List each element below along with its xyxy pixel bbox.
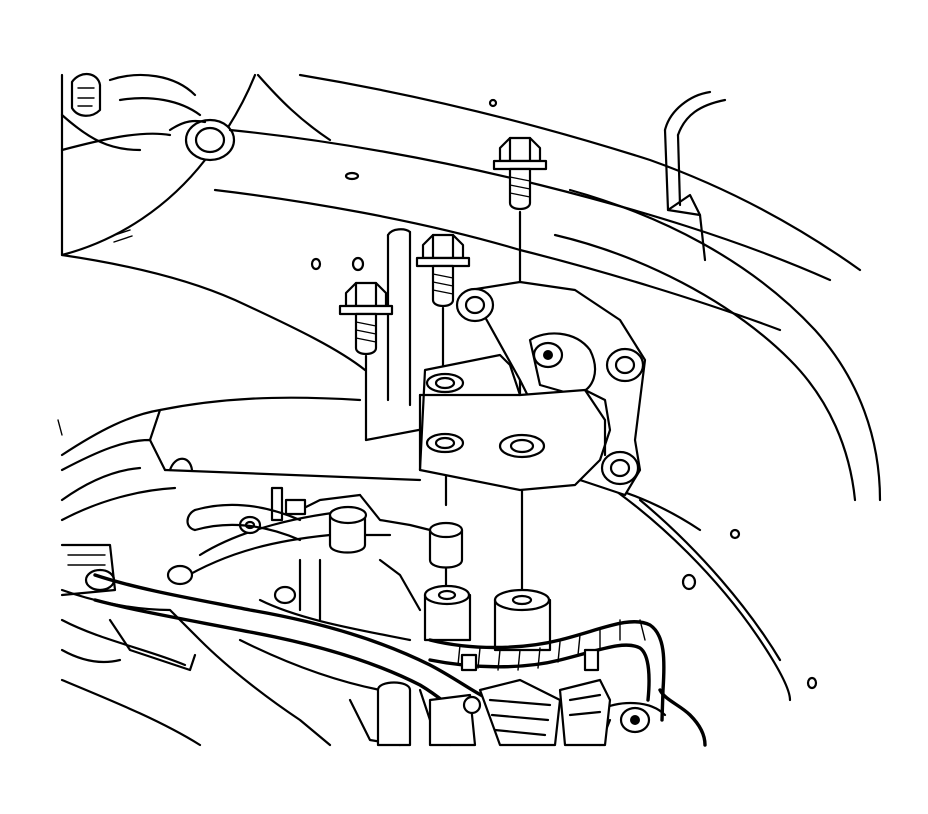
mounting-bracket	[418, 280, 647, 497]
coolant-hose	[93, 503, 492, 727]
hole-marker	[488, 98, 498, 108]
hole-marker	[351, 256, 365, 272]
body-panel-outline	[60, 73, 882, 702]
transmission-housing	[60, 486, 452, 747]
upper-left-component	[60, 73, 257, 257]
hole-marker	[310, 257, 322, 271]
hole-marker	[806, 676, 818, 690]
bolt-left	[338, 281, 394, 356]
lower-connectors	[376, 648, 612, 747]
hole-marker	[344, 171, 360, 181]
engine-mount-studs	[423, 521, 552, 652]
bolt-right	[492, 136, 548, 211]
hole-marker	[681, 573, 697, 591]
hole-marker	[729, 528, 741, 540]
bolt-middle	[415, 233, 471, 308]
